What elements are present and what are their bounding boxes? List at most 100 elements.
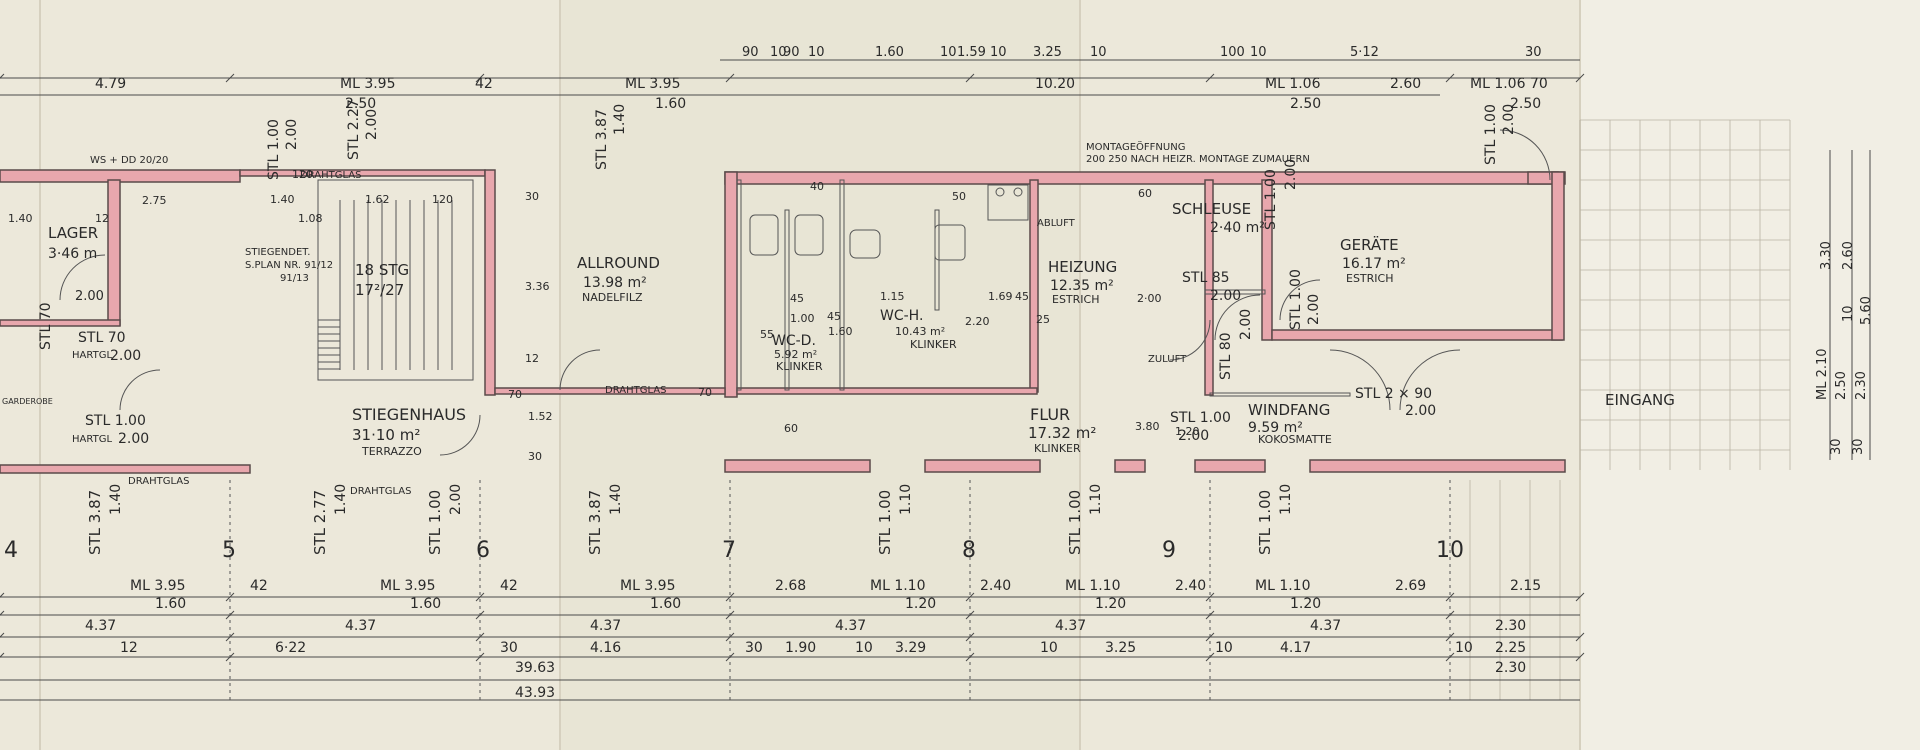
stl-80: STL 80 [1218, 332, 1234, 380]
eingang-label: EINGANG [1605, 391, 1675, 409]
top-dim-r2: 70 [1530, 76, 1548, 92]
bottom-dim-r4: 3.25 [1105, 640, 1136, 656]
top-dim-r3: 2.50 [345, 96, 376, 112]
bottom-opening-height: 1.40 [333, 484, 349, 515]
wcd-name: WC-D. [772, 333, 816, 349]
stl-227-h: 2.00 [364, 109, 380, 140]
montage-2: 200 250 NACH HEIZR. MONTAGE ZUMAUERN [1086, 154, 1310, 165]
allround-floor: NADELFILZ [582, 291, 643, 304]
inner-dim: 25 [1036, 313, 1050, 326]
right-dim: 2.60 [1841, 241, 1856, 270]
bottom-dim-r4: 3.29 [895, 640, 926, 656]
stiegenhaus-area: 31·10 m² [352, 426, 420, 444]
bottom-opening-label: STL 1.00 [1066, 490, 1084, 555]
bottom-dim-r1: 42 [250, 578, 268, 594]
top-dim-r3: 1.60 [655, 96, 686, 112]
bottom-opening-label: STL 1.00 [426, 490, 444, 555]
wch-area: 10.43 m² [895, 325, 945, 338]
schleuse-area: 2·40 m² [1210, 220, 1265, 236]
lager-area: 3·46 m [48, 246, 97, 262]
stl-stg-top: STL 1.00 [266, 119, 282, 180]
inner-dim: 12 [95, 212, 109, 225]
wall-south-6 [1309, 459, 1566, 473]
bottom-dim-r2: 1.60 [155, 596, 186, 612]
bottom-dim-r1: 42 [500, 578, 518, 594]
ws-note: WS + DD 20/20 [90, 155, 168, 166]
heizung-area: 12.35 m² [1050, 278, 1114, 294]
stl-windfang: STL 2 × 90 [1355, 386, 1432, 402]
stl-lager-h: 2.00 [75, 289, 104, 304]
bottom-dim-r4: 2.25 [1495, 640, 1526, 656]
bottom-dim-r4: 30 [745, 640, 763, 656]
stg-sub: 17²/27 [355, 281, 404, 299]
stl-100-ger-h: 2.00 [1501, 104, 1517, 135]
bottom-opening-height: 1.10 [898, 484, 914, 515]
inner-dim: 1.60 [828, 325, 853, 338]
stiegendet-1: STIEGENDET. [245, 247, 310, 258]
flur-floor: KLINKER [1034, 442, 1081, 455]
heizung-floor: ESTRICH [1052, 293, 1100, 306]
inner-dim: 1.40 [270, 193, 295, 206]
inner-dim: 1.62 [365, 193, 390, 206]
top-dim-r2: ML 1.06 [1470, 76, 1526, 92]
drahtglas-4: DRAHTGLAS [350, 486, 411, 497]
top-dim-r1: 1.59 [957, 45, 986, 60]
inner-dim: 3.36 [525, 280, 550, 293]
top-dim-r3: 2.50 [1290, 96, 1321, 112]
wall-wc-s [736, 387, 1038, 395]
wall-south-1 [0, 464, 251, 474]
inner-dim: 1.15 [880, 290, 905, 303]
wall-south-5 [1194, 459, 1266, 473]
bottom-dim-r4: 10 [1455, 640, 1473, 656]
wall-south-3 [924, 459, 1041, 473]
flur-name: FLUR [1030, 405, 1070, 424]
wall-lager-e [107, 179, 121, 326]
right-dim: 30 [1829, 438, 1844, 455]
bottom-dim-r4: 30 [500, 640, 518, 656]
entrance-paving-grid [1469, 119, 1791, 700]
bottom-opening-label: STL 3.87 [586, 490, 604, 555]
inner-dim: 60 [1138, 187, 1152, 200]
top-dim-r1: 10 [1090, 45, 1107, 60]
inner-dim: 120 [292, 168, 313, 181]
bottom-dim-r2: 1.20 [1095, 596, 1126, 612]
bottom-dim-r1: ML 1.10 [1255, 578, 1311, 594]
schleuse-name: SCHLEUSE [1172, 200, 1251, 218]
axis-10: 10 [1436, 538, 1464, 563]
inner-dim: 2·00 [1137, 292, 1162, 305]
opening-labels: STL 70 2.00 STL 70 2.00 STL 1.00 2.00 ST… [38, 99, 1517, 447]
stl-70b: STL 70 [78, 330, 126, 346]
hartgl-1: HARTGL [72, 350, 112, 361]
top-dim-r2: 42 [475, 76, 493, 92]
drahtglas-3: DRAHTGLAS [128, 476, 189, 487]
top-dim-r3: 2.50 [1510, 96, 1541, 112]
stl-387-top: STL 3.87 [594, 109, 610, 170]
wall-wc-e [1029, 179, 1039, 393]
drahtglas-2: DRAHTGLAS [605, 385, 666, 396]
geraete-floor: ESTRICH [1346, 272, 1394, 285]
windfang-area: 9.59 m² [1248, 420, 1303, 436]
montage-1: MONTAGEÖFFNUNG [1086, 140, 1185, 153]
geraete-name: GERÄTE [1340, 235, 1399, 254]
lager-name: LAGER [48, 224, 98, 242]
flur-area: 17.32 m² [1028, 424, 1096, 442]
right-dim: ML 2.10 [1815, 348, 1830, 400]
top-dim-r1: 10 [808, 45, 825, 60]
axis-5: 5 [222, 538, 236, 563]
axis-8: 8 [962, 538, 976, 563]
bottom-dim-r2: 1.60 [650, 596, 681, 612]
dimension-lines [0, 59, 1871, 701]
stl-lager: STL 70 [38, 302, 54, 350]
top-dim-r1: 3.25 [1033, 45, 1062, 60]
inner-dim: 45 [827, 310, 841, 323]
windfang-name: WINDFANG [1248, 401, 1330, 419]
wall-schleuse [1204, 179, 1214, 396]
stl-80-h: 2.00 [1238, 309, 1254, 340]
wall-north-3 [724, 171, 1566, 185]
room-labels: LAGER 3·46 m 18 STG 17²/27 ALLROUND 13.9… [48, 200, 1675, 458]
hartgl-2: HARTGL [72, 434, 112, 445]
bottom-dim-r1: ML 1.10 [1065, 578, 1121, 594]
plan-notes: WS + DD 20/20 STIEGENDET. S.PLAN NR. 91/… [2, 140, 1310, 497]
